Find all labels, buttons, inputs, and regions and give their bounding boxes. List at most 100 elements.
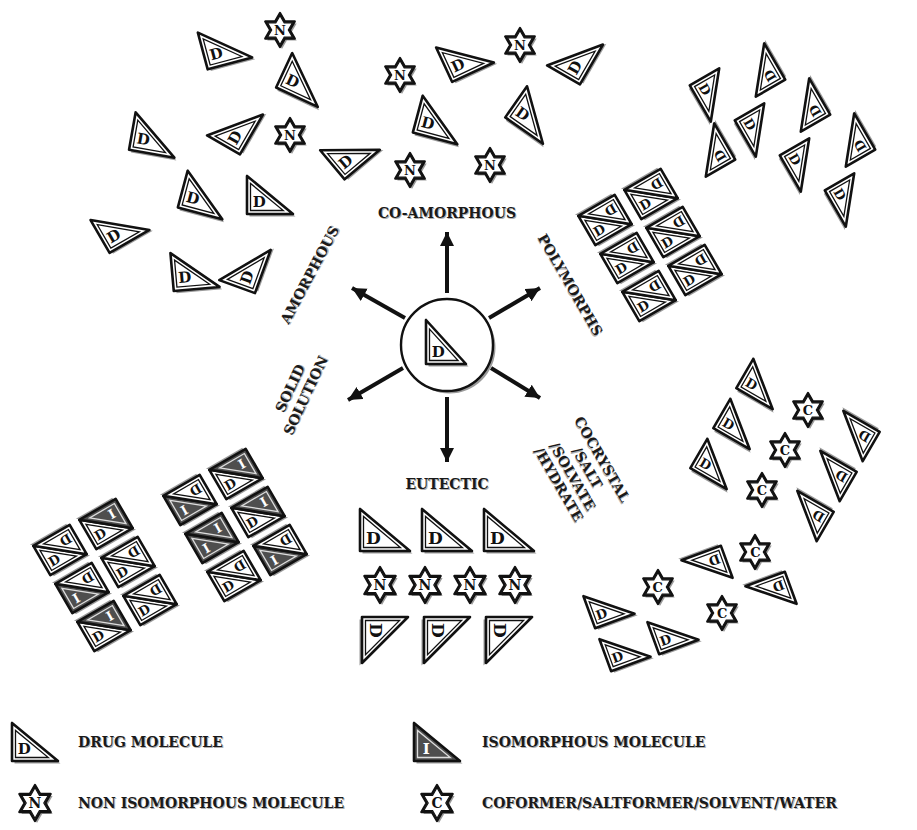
molecule-star: C — [766, 431, 804, 469]
triangle-outline — [690, 68, 740, 121]
shape-outline — [731, 39, 790, 101]
drug-molecule-triangle: D — [732, 355, 794, 414]
shape-outline — [731, 99, 790, 161]
drug-molecule-triangle: D — [677, 542, 736, 596]
triangle-outline — [209, 449, 262, 499]
shape-outline — [644, 603, 703, 657]
shape-outline — [481, 506, 537, 554]
shape-outline — [397, 295, 497, 395]
triangle-outline — [12, 723, 58, 761]
triangle-inner-line — [182, 179, 221, 214]
triangle-inner-line — [430, 329, 459, 360]
triangle-inner-line — [793, 499, 829, 533]
drug-molecule-triangle: D — [409, 92, 471, 148]
triangle-outline — [208, 551, 261, 601]
molecule-letter: D — [253, 194, 266, 209]
drug-molecule-triangle: D — [501, 82, 569, 148]
triangle-outline — [583, 582, 634, 628]
drug-molecule-triangle: D — [194, 17, 256, 73]
shape-outline — [776, 74, 835, 136]
molecule-letter: D — [135, 131, 150, 148]
star-inner-line — [398, 156, 423, 185]
shape-outline — [677, 542, 736, 596]
triangle-outline — [247, 176, 293, 214]
molecule-letter: C — [717, 606, 727, 619]
triangle-outline — [547, 26, 603, 85]
molecule-letter: N — [509, 578, 522, 592]
drug-molecule-triangle: D — [776, 74, 835, 136]
star-inner-line — [268, 16, 293, 45]
drug-molecule-triangle: D — [821, 169, 880, 231]
legend-symbol-outline — [411, 720, 463, 764]
drug-molecule-triangle: D — [543, 21, 607, 88]
triangle-outline — [207, 96, 263, 155]
triangle-outline — [320, 121, 380, 180]
triangle-inner-line — [215, 108, 255, 150]
star-outline — [708, 596, 737, 630]
star-outline — [643, 570, 672, 604]
triangle-inner-line — [695, 447, 731, 481]
molecule-letter: D — [366, 529, 381, 546]
triangle-outline — [648, 607, 699, 653]
shape-outline — [272, 49, 338, 111]
triangle-inner-line — [241, 492, 277, 526]
triangle-outline — [178, 171, 232, 220]
drug-molecule-triangle: D — [742, 568, 801, 622]
triangle-inner-line — [695, 75, 729, 111]
triangle-inner-line — [418, 730, 451, 757]
molecule-letter: C — [757, 483, 767, 496]
triangle-outline — [484, 509, 534, 551]
star-outline — [770, 433, 799, 467]
shape-outline — [194, 17, 256, 73]
drug-molecule-triangle: D — [86, 193, 153, 257]
molecule-letter: D — [429, 623, 446, 638]
triangle-inner-line — [692, 551, 727, 583]
drug-molecule-triangle: D — [357, 506, 413, 554]
drug-molecule-triangle: D — [686, 64, 745, 126]
triangle-inner-line — [219, 453, 255, 487]
star-outline — [421, 785, 452, 821]
star-inner-line — [710, 598, 735, 627]
triangle-outline — [170, 249, 219, 291]
triangle-outline — [422, 509, 472, 551]
triangle-inner-line — [133, 120, 170, 152]
molecule-letter: N — [484, 159, 496, 172]
legend-symbol: C — [417, 783, 457, 823]
star-outline — [265, 13, 294, 47]
shape-outline — [203, 91, 267, 158]
triangle-inner-line — [174, 479, 210, 513]
triangle-outline — [198, 21, 252, 70]
star-inner-line — [502, 570, 529, 601]
shape-outline — [126, 109, 185, 161]
triangle-outline — [685, 123, 735, 176]
triangle-inner-line — [611, 238, 647, 272]
triangle-inner-line — [634, 173, 670, 207]
star-outline — [505, 28, 534, 62]
molecule-letter: N — [374, 578, 387, 592]
triangle-outline — [231, 487, 284, 537]
triangle-inner-line — [227, 249, 264, 289]
star-inner-line — [508, 31, 533, 60]
shape-outline — [595, 621, 654, 675]
star-inner-line — [645, 573, 670, 602]
triangle-inner-line — [839, 419, 875, 453]
triangle-outline — [424, 617, 470, 663]
drug-molecule-triangle: D — [272, 49, 338, 111]
triangle-outline — [623, 271, 676, 321]
star-outline — [395, 153, 424, 187]
triangle-inner-line — [111, 542, 147, 576]
form-label: SOLID SOLUTION — [265, 346, 332, 438]
triangle-outline — [646, 207, 699, 257]
triangle-outline — [623, 271, 676, 321]
shape-outline — [543, 21, 607, 88]
drug-molecule-triangle: D — [644, 603, 703, 657]
triangle-outline — [101, 537, 154, 587]
molecule-star: C — [736, 533, 774, 571]
star-outline — [364, 567, 395, 603]
drug-molecule-triangle: D — [203, 91, 267, 158]
triangle-inner-line — [442, 39, 483, 77]
triangle-outline — [780, 78, 830, 131]
triangle-inner-line — [16, 730, 49, 757]
star-outline — [499, 567, 530, 603]
molecule-star: N — [271, 116, 309, 154]
